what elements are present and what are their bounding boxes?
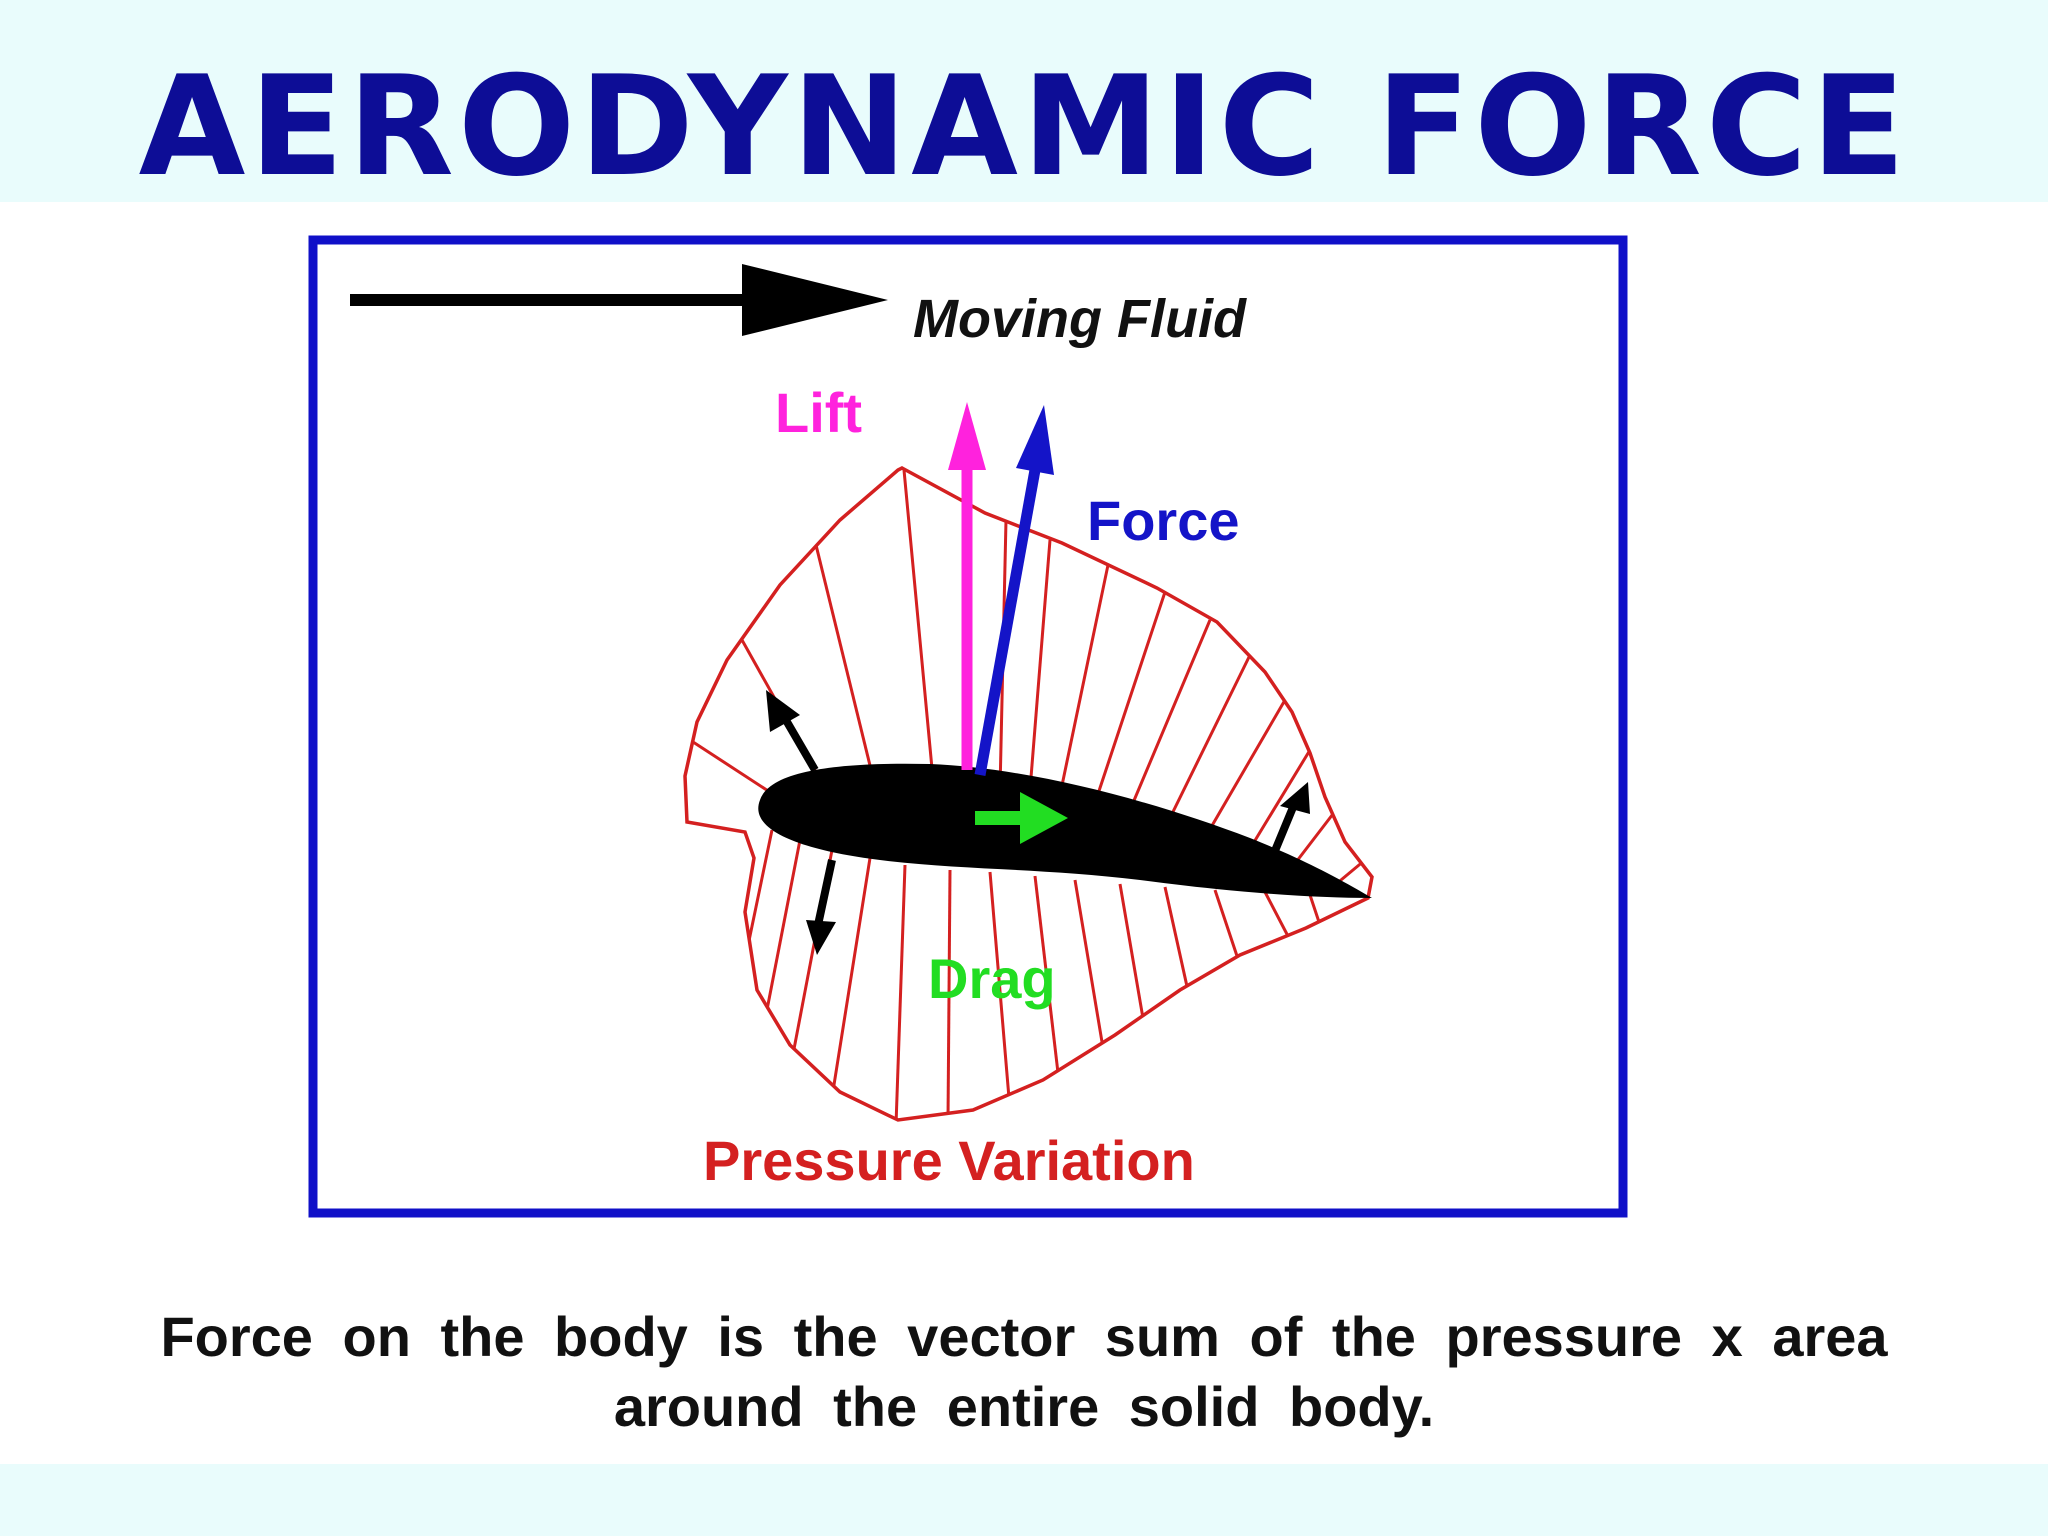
caption: Force on the body is the vector sum of t… xyxy=(30,1302,2018,1442)
diagram-frame xyxy=(308,235,1628,1218)
pressure-arrow-upper-right xyxy=(1268,782,1310,860)
airfoil xyxy=(758,763,1372,898)
page-title: AERODYNAMIC FORCE xyxy=(138,46,1910,207)
force-arrow xyxy=(974,405,1054,776)
pressure-envelope xyxy=(683,466,1374,1122)
drag-label: Drag xyxy=(928,947,1056,1010)
caption-line-1: Force on the body is the vector sum of t… xyxy=(160,1305,1888,1368)
pressure-arrow-lower-left xyxy=(806,859,836,955)
lift-arrow xyxy=(948,402,986,770)
title-band xyxy=(0,0,2048,202)
force-label: Force xyxy=(1087,489,1240,552)
moving-fluid-arrow xyxy=(350,264,888,336)
lift-label: Lift xyxy=(775,381,862,444)
moving-fluid-label: Moving Fluid xyxy=(913,289,1247,349)
pressure-variation-label: Pressure Variation xyxy=(703,1129,1195,1192)
pressure-arrow-upper-left xyxy=(766,690,819,773)
drag-arrow xyxy=(975,792,1068,844)
bottom-band xyxy=(0,1464,2048,1536)
caption-line-2: around the entire solid body. xyxy=(613,1375,1435,1438)
